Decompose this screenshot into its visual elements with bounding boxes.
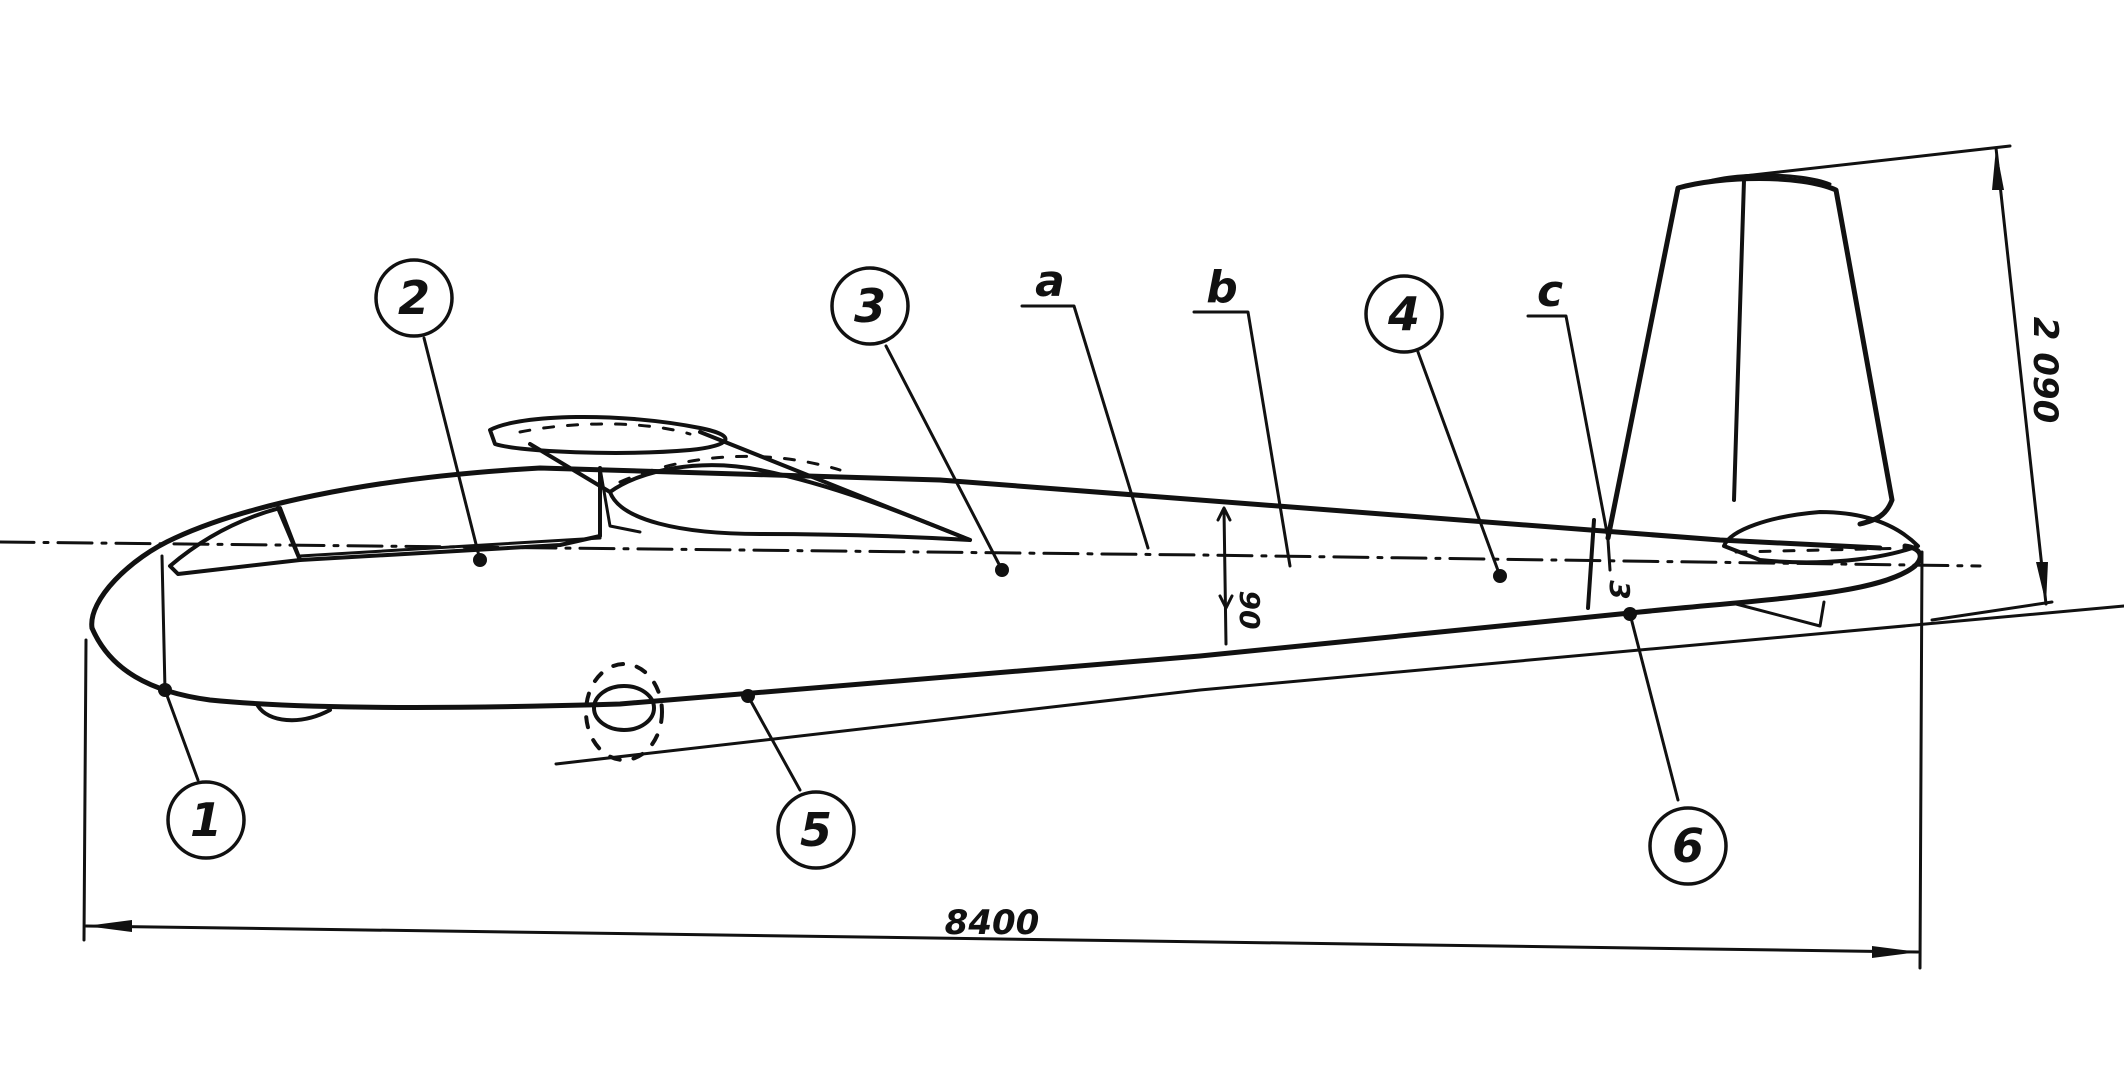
leader-c <box>1526 314 1610 540</box>
length-dimension-text: 8400 <box>945 903 1040 943</box>
callout-2: 2 <box>374 258 454 338</box>
wing-trailing-edge <box>698 430 972 542</box>
tailplane-dashed <box>1734 546 1912 554</box>
fuselage-top-outline <box>89 465 1883 631</box>
leader-6 <box>1628 612 1680 802</box>
wing-root-profile <box>608 463 972 542</box>
callout-label-4: 4 <box>1387 287 1420 341</box>
section-label-b: b <box>1206 262 1238 313</box>
callout-label-1: 1 <box>190 793 222 847</box>
section-c-cut <box>1586 518 1596 610</box>
height-dimension-text: 2 090 <box>2025 317 2065 423</box>
fin-outline <box>1605 176 1895 541</box>
rudder-hinge-line <box>1732 178 1746 502</box>
leader-a <box>1020 304 1150 550</box>
length-extension-right <box>1918 550 1924 970</box>
nose-frame-line <box>160 554 167 692</box>
canopy-rail <box>298 536 602 558</box>
leader-3 <box>884 344 1004 572</box>
ground-line <box>554 604 2124 766</box>
section-c-dim-line <box>1606 538 1612 572</box>
length-dimension-line <box>84 924 1920 954</box>
length-arrow-left <box>86 920 132 932</box>
offset-b-text: 90 <box>1233 591 1266 630</box>
canopy-frame <box>276 466 602 562</box>
wing-leading-edge <box>528 442 612 494</box>
leader-1 <box>163 688 200 782</box>
callout-label-6: 6 <box>1672 819 1704 873</box>
main-wheel <box>584 662 664 762</box>
callout-1: 1 <box>166 780 246 860</box>
height-extension-bottom <box>1930 600 2054 622</box>
callout-label-3: 3 <box>854 279 886 333</box>
callout-6: 6 <box>1648 806 1728 886</box>
callout-label-5: 5 <box>800 803 832 857</box>
wing-root-dashed <box>618 454 842 484</box>
leader-4 <box>1416 350 1502 578</box>
tail-skid <box>1734 600 1826 628</box>
height-extension-top <box>1742 144 2012 178</box>
section-b-arrow-top <box>1216 506 1232 522</box>
section-b-dim-line <box>1222 508 1228 646</box>
callout-5: 5 <box>776 790 856 870</box>
section-label-a: a <box>1035 256 1065 307</box>
offset-c-text: 3 <box>1603 580 1636 599</box>
main-wheel-hub <box>592 684 656 732</box>
callout-4: 4 <box>1364 274 1444 354</box>
length-extension-left <box>82 638 88 942</box>
height-dimension-line <box>1994 146 2048 606</box>
leader-b <box>1192 310 1292 568</box>
callout-label-2: 2 <box>398 271 430 325</box>
callout-3: 3 <box>830 266 910 346</box>
wing-tip-inner <box>518 422 692 436</box>
length-arrow-right <box>1872 946 1918 958</box>
leader-5 <box>746 694 802 792</box>
fuselage-bottom-outline <box>89 543 1923 710</box>
leader-lines <box>163 304 1680 802</box>
leader-2 <box>422 336 482 562</box>
nose-skid <box>256 704 332 723</box>
section-label-c: c <box>1537 266 1563 317</box>
height-arrow-top <box>1992 148 2004 190</box>
section-b-arrow-bottom <box>1218 594 1234 610</box>
height-arrow-bottom <box>2036 562 2048 604</box>
tailplane-outline <box>1722 510 1920 565</box>
